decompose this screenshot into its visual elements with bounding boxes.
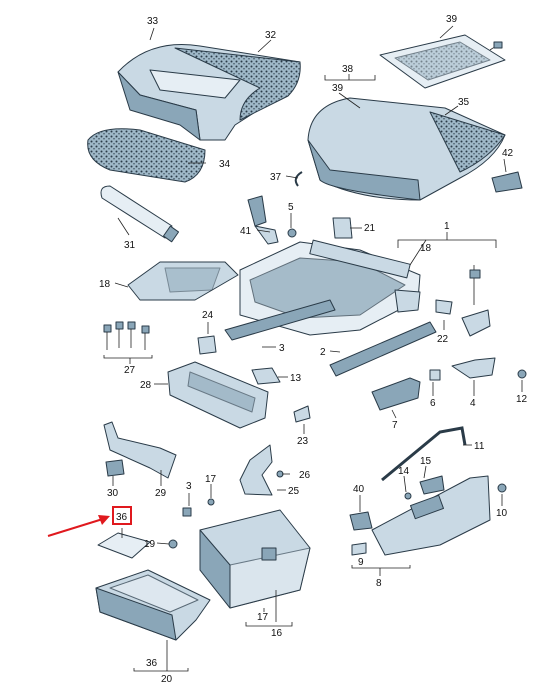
- label-31: 31: [124, 240, 136, 251]
- label-39-top: 39: [446, 14, 458, 25]
- mount-bracket-part: [197, 335, 217, 355]
- label-9: 9: [358, 557, 364, 568]
- belt-buckle-part: [247, 195, 279, 245]
- label-36-lower: 36: [146, 658, 158, 669]
- side-panel-part: [371, 475, 491, 556]
- small-fastener-part: [168, 498, 215, 549]
- trim-strip-part: [103, 421, 177, 479]
- seat-frame-part: [224, 239, 437, 377]
- release-lever-part: [451, 265, 496, 379]
- support-bracket-part: [239, 444, 284, 496]
- heating-mat-part: [379, 34, 506, 89]
- label-28: 28: [140, 380, 152, 391]
- label-23: 23: [297, 436, 309, 447]
- label-3-upper: 3: [279, 343, 285, 354]
- label-20: 20: [161, 674, 173, 685]
- seat-cushion-pad-part: [117, 43, 301, 141]
- screw-part: [517, 369, 527, 379]
- label-40: 40: [353, 484, 365, 495]
- label-22: 22: [437, 334, 449, 345]
- label-38: 38: [342, 64, 354, 75]
- highlight-arrowhead: [98, 515, 110, 525]
- label-6: 6: [430, 398, 436, 409]
- mounting-screw-part: [497, 483, 507, 493]
- label-41: 41: [240, 226, 252, 237]
- label-29: 29: [155, 488, 167, 499]
- knob-part: [404, 492, 412, 500]
- label-18-right: 18: [420, 243, 432, 254]
- small-clip-part: [429, 369, 441, 381]
- label-21: 21: [364, 223, 376, 234]
- tray-frame-part: [167, 361, 269, 429]
- hook-part: [294, 171, 303, 187]
- drawer-part: [95, 569, 211, 641]
- label-18-left: 18: [99, 279, 111, 290]
- panel-clip-part: [351, 542, 367, 556]
- label-11: 11: [474, 441, 485, 452]
- label-19: 19: [144, 539, 156, 550]
- cap-part: [435, 299, 453, 315]
- label-16: 16: [271, 628, 283, 639]
- label-12: 12: [516, 394, 528, 405]
- label-2: 2: [320, 347, 326, 358]
- label-8: 8: [376, 578, 382, 589]
- label-3-lower: 3: [186, 481, 192, 492]
- label-13: 13: [290, 373, 302, 384]
- guide-frame-part: [381, 426, 467, 482]
- label-15: 15: [420, 456, 432, 467]
- label-36-highlighted: 36: [116, 512, 128, 523]
- leader-lines: [103, 25, 523, 672]
- side-trim-part: [371, 377, 421, 411]
- label-4: 4: [470, 398, 476, 409]
- label-17-lower: 17: [257, 612, 269, 623]
- bracket-part: [332, 217, 353, 239]
- label-25: 25: [288, 486, 300, 497]
- bolster-pad-part: [87, 128, 206, 183]
- screw-set-part: [103, 321, 150, 350]
- highlight-box: [112, 506, 132, 525]
- bolt-part: [287, 228, 297, 238]
- label-7: 7: [392, 420, 398, 431]
- label-30: 30: [107, 488, 119, 499]
- adhesive-tube-part: [100, 185, 180, 243]
- part-number-labels: 33 32 39 38 39 35 42 34 37 31 41 5 21 1 …: [99, 14, 528, 685]
- highlight-arrow: [47, 517, 107, 537]
- label-35: 35: [458, 97, 470, 108]
- label-10: 10: [496, 508, 508, 519]
- label-27: 27: [124, 365, 136, 376]
- label-34: 34: [219, 159, 231, 170]
- label-1: 1: [444, 221, 450, 232]
- label-39-bracket: 39: [332, 83, 344, 94]
- label-42: 42: [502, 148, 514, 159]
- switch-part: [349, 511, 373, 531]
- label-24: 24: [202, 310, 214, 321]
- drawer-housing-part: [199, 509, 311, 609]
- label-33: 33: [147, 16, 159, 27]
- highlight-annotation: [47, 506, 132, 537]
- retaining-clip-part: [293, 405, 311, 423]
- seat-cushion-cover-part: [307, 97, 506, 201]
- wiring-harness-part: [127, 261, 239, 301]
- drawer-mat-part: [97, 532, 151, 559]
- trim-clip-part: [251, 367, 281, 385]
- connector-clip-part: [491, 171, 523, 193]
- label-26: 26: [299, 470, 311, 481]
- label-17-upper: 17: [205, 474, 217, 485]
- label-37: 37: [270, 172, 282, 183]
- label-14: 14: [398, 466, 410, 477]
- strip-clip-part: [105, 459, 125, 477]
- label-32: 32: [265, 30, 277, 41]
- label-5: 5: [288, 202, 294, 213]
